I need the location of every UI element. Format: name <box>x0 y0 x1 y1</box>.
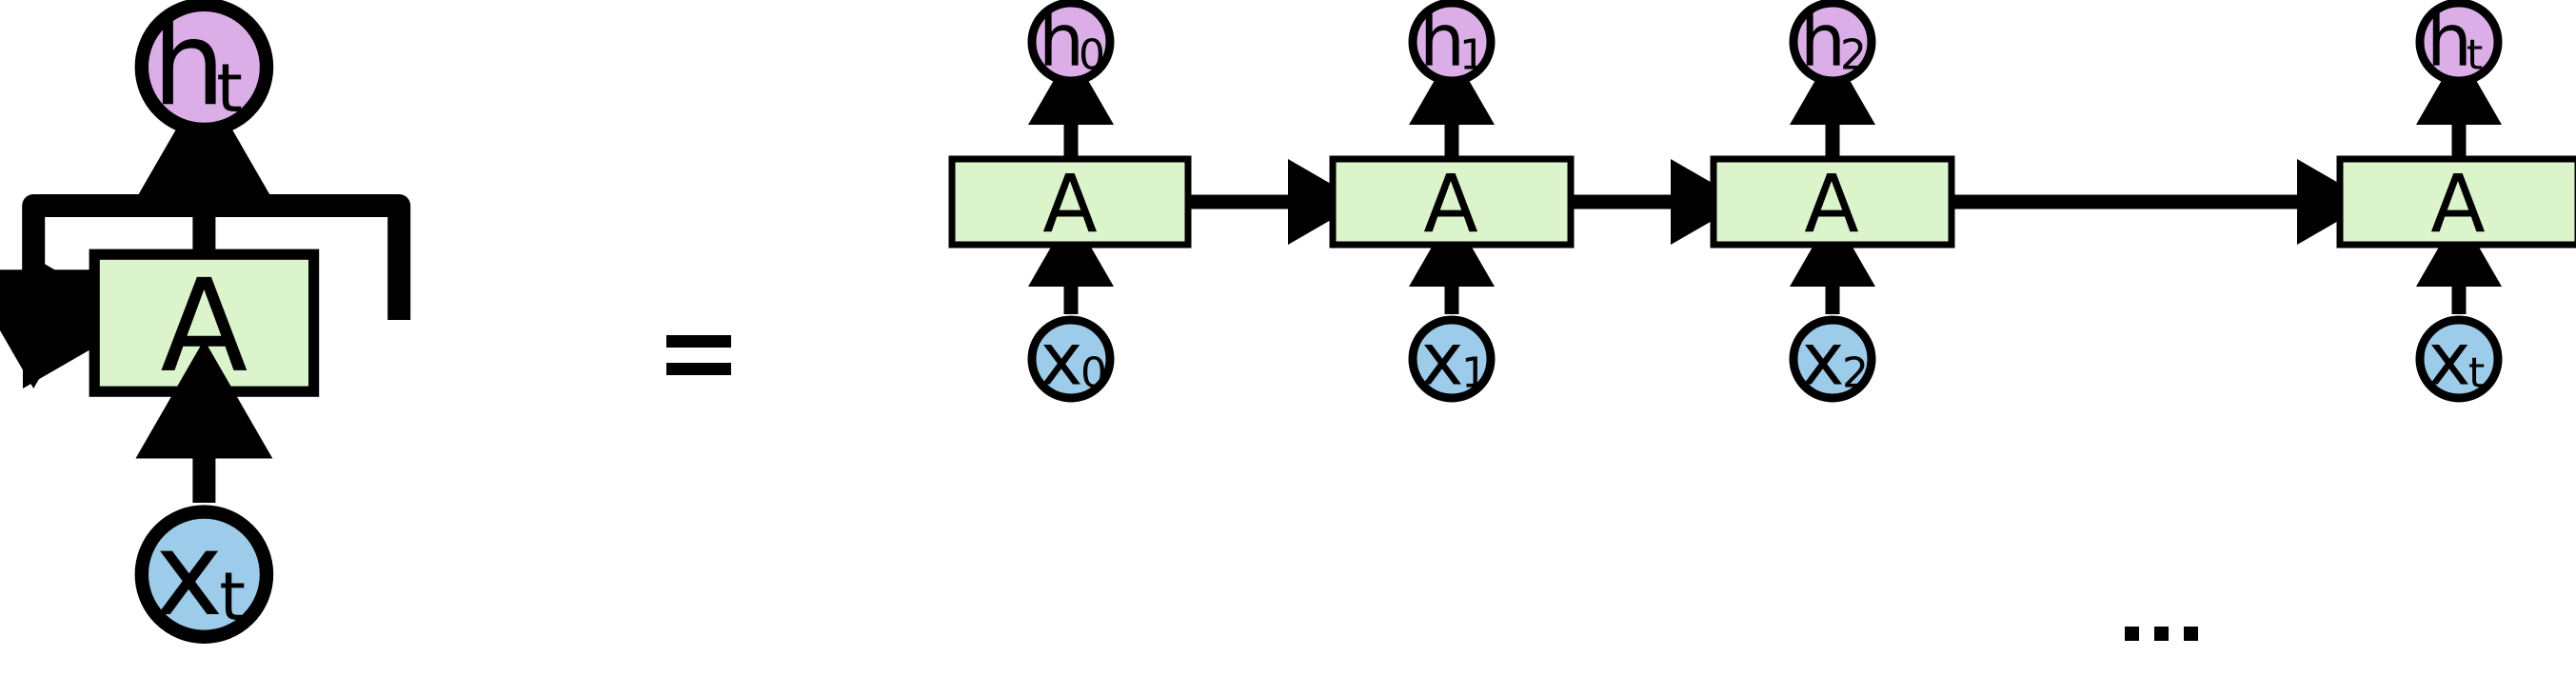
folded-hidden-state-subscript: t <box>216 50 243 128</box>
ellipsis-dot-2 <box>2154 627 2169 641</box>
step-0-input-circle[interactable] <box>1027 315 1115 403</box>
step-0-hidden-state-label: h <box>1039 0 1084 83</box>
step-2-input-circle[interactable] <box>1789 315 1876 403</box>
step-2-input-label: x <box>1802 317 1845 402</box>
unrolled-step-2: A h 2 x 2 <box>1710 0 1955 403</box>
step-1-hidden-state-subscript: 1 <box>1459 31 1486 80</box>
step-1-hidden-state-label: h <box>1419 0 1465 83</box>
equals-bar-top <box>666 335 731 348</box>
step-2-hidden-state-label: h <box>1800 0 1846 83</box>
step-2-hidden-state-circle[interactable] <box>1789 0 1876 86</box>
ellipsis-dot-1 <box>2125 627 2139 641</box>
step-2-hidden-state-subscript: 2 <box>1840 31 1867 80</box>
folded-input-label: x <box>154 507 223 642</box>
step-2-cell-label: A <box>1804 157 1858 250</box>
ellipsis-group: ... <box>2125 627 2198 641</box>
step-0-input-subscript: 0 <box>1080 349 1107 398</box>
step-0-hidden-state-circle[interactable] <box>1027 0 1115 86</box>
step-1-cell-box[interactable] <box>1329 155 1575 249</box>
folded-input-circle[interactable] <box>134 505 274 645</box>
step-t-input-circle[interactable] <box>2415 315 2503 403</box>
folded-rnn-group: A h t x t <box>0 0 411 645</box>
folded-hidden-state-label: h <box>152 0 226 131</box>
unrolled-rnn-group: A h 0 x 0 A h 1 x 1 <box>948 0 2576 641</box>
step-0-cell-label: A <box>1042 157 1097 250</box>
step-t-hidden-state-circle[interactable] <box>2415 0 2503 86</box>
step-1-input-label: x <box>1421 317 1464 402</box>
unrolled-step-1: A h 1 x 1 <box>1329 0 1575 403</box>
step-t-hidden-state-label: h <box>2427 0 2472 83</box>
step-1-hidden-state-circle[interactable] <box>1408 0 1496 86</box>
folded-input-subscript: t <box>219 558 246 636</box>
unrolled-step-0: A h 0 x 0 <box>948 0 1192 403</box>
step-1-input-subscript: 1 <box>1461 349 1488 398</box>
step-t-hidden-state-subscript: t <box>2467 31 2483 80</box>
equals-sign: = <box>666 335 731 375</box>
step-1-input-circle[interactable] <box>1408 315 1496 403</box>
step-0-cell-box[interactable] <box>948 155 1192 249</box>
step-t-input-label: x <box>2428 317 2471 402</box>
step-0-hidden-state-subscript: 0 <box>1079 31 1105 80</box>
step-t-cell-label: A <box>2430 157 2485 250</box>
folded-hidden-state-circle[interactable] <box>134 0 274 137</box>
equals-bar-bottom <box>666 363 731 375</box>
step-t-input-subscript: t <box>2468 349 2485 398</box>
unrolled-step-t: A h t x t <box>2336 0 2576 403</box>
step-0-input-label: x <box>1040 317 1083 402</box>
step-1-cell-label: A <box>1423 157 1477 250</box>
folded-cell-label: A <box>160 251 248 401</box>
step-2-input-subscript: 2 <box>1842 349 1869 398</box>
ellipsis-dot-3 <box>2184 627 2198 641</box>
step-t-cell-box[interactable] <box>2336 155 2576 249</box>
